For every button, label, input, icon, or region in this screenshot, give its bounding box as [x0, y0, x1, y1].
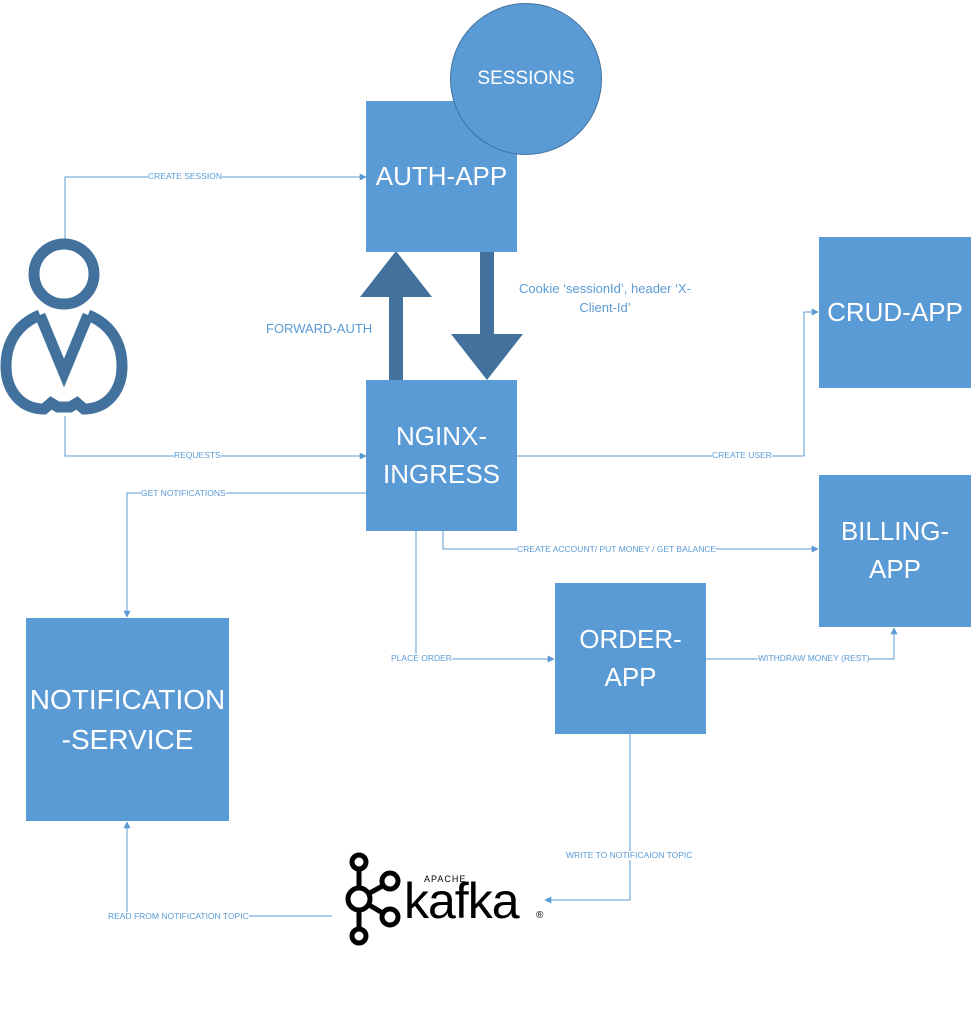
user-icon [0, 238, 128, 415]
label-withdraw-money: WITHDRAW MONEY (REST) [758, 653, 870, 663]
sessions-node: SESSIONS [450, 3, 602, 155]
kafka-logo-icon [345, 852, 401, 946]
label-write-topic: WRITE TO NOTIFICAION TOPIC [566, 850, 693, 860]
label-create-session: CREATE SESSION [148, 171, 222, 181]
billing-app-node: BILLING- APP [819, 475, 971, 627]
kafka-wordmark: kafka [404, 873, 520, 929]
cookie-block-arrow [451, 252, 523, 380]
crud-app-label: CRUD-APP [827, 297, 963, 327]
kafka-logo: APACHE kafka ® [340, 852, 550, 947]
label-forward-auth: FORWARD-AUTH [266, 321, 373, 336]
nginx-ingress-label: NGINX- INGRESS [382, 420, 501, 489]
kafka-registered-mark: ® [536, 910, 544, 921]
edge-read-topic [123, 821, 332, 917]
label-requests: REQUESTS [174, 450, 221, 460]
billing-app-label: BILLING- APP [840, 516, 950, 584]
notification-service-label: NOTIFICATION -SERVICE [29, 683, 226, 755]
kafka-apache-text: APACHE [424, 874, 467, 884]
nginx-ingress-node: NGINX- INGRESS [366, 380, 517, 531]
label-place-order: PLACE ORDER [391, 653, 452, 663]
order-app-label: ORDER- APP [579, 623, 682, 692]
label-cookie-header: Cookie ‘sessionId’, header ‘X-Client-Id’ [519, 281, 691, 315]
auth-app-label: AUTH-APP [375, 161, 508, 191]
forward-auth-block-arrow [360, 251, 432, 381]
edge-write-topic [544, 734, 631, 904]
label-create-user: CREATE USER [712, 450, 772, 460]
edge-get-notifications [123, 492, 366, 618]
label-read-topic: READ FROM NOTIFICATION TOPIC [108, 911, 249, 921]
label-get-notifications: GET NOTIFICATIONS [141, 488, 226, 498]
edge-requests [64, 416, 367, 460]
sessions-label: SESSIONS [477, 68, 575, 89]
notification-service-node: NOTIFICATION -SERVICE [26, 618, 229, 821]
crud-app-node: CRUD-APP [819, 237, 971, 388]
order-app-node: ORDER- APP [555, 583, 706, 734]
label-create-account: CREATE ACCOUNT/ PUT MONEY / GET BALANCE [517, 544, 717, 554]
edge-create-session [64, 173, 367, 241]
edge-create-user [517, 308, 819, 457]
